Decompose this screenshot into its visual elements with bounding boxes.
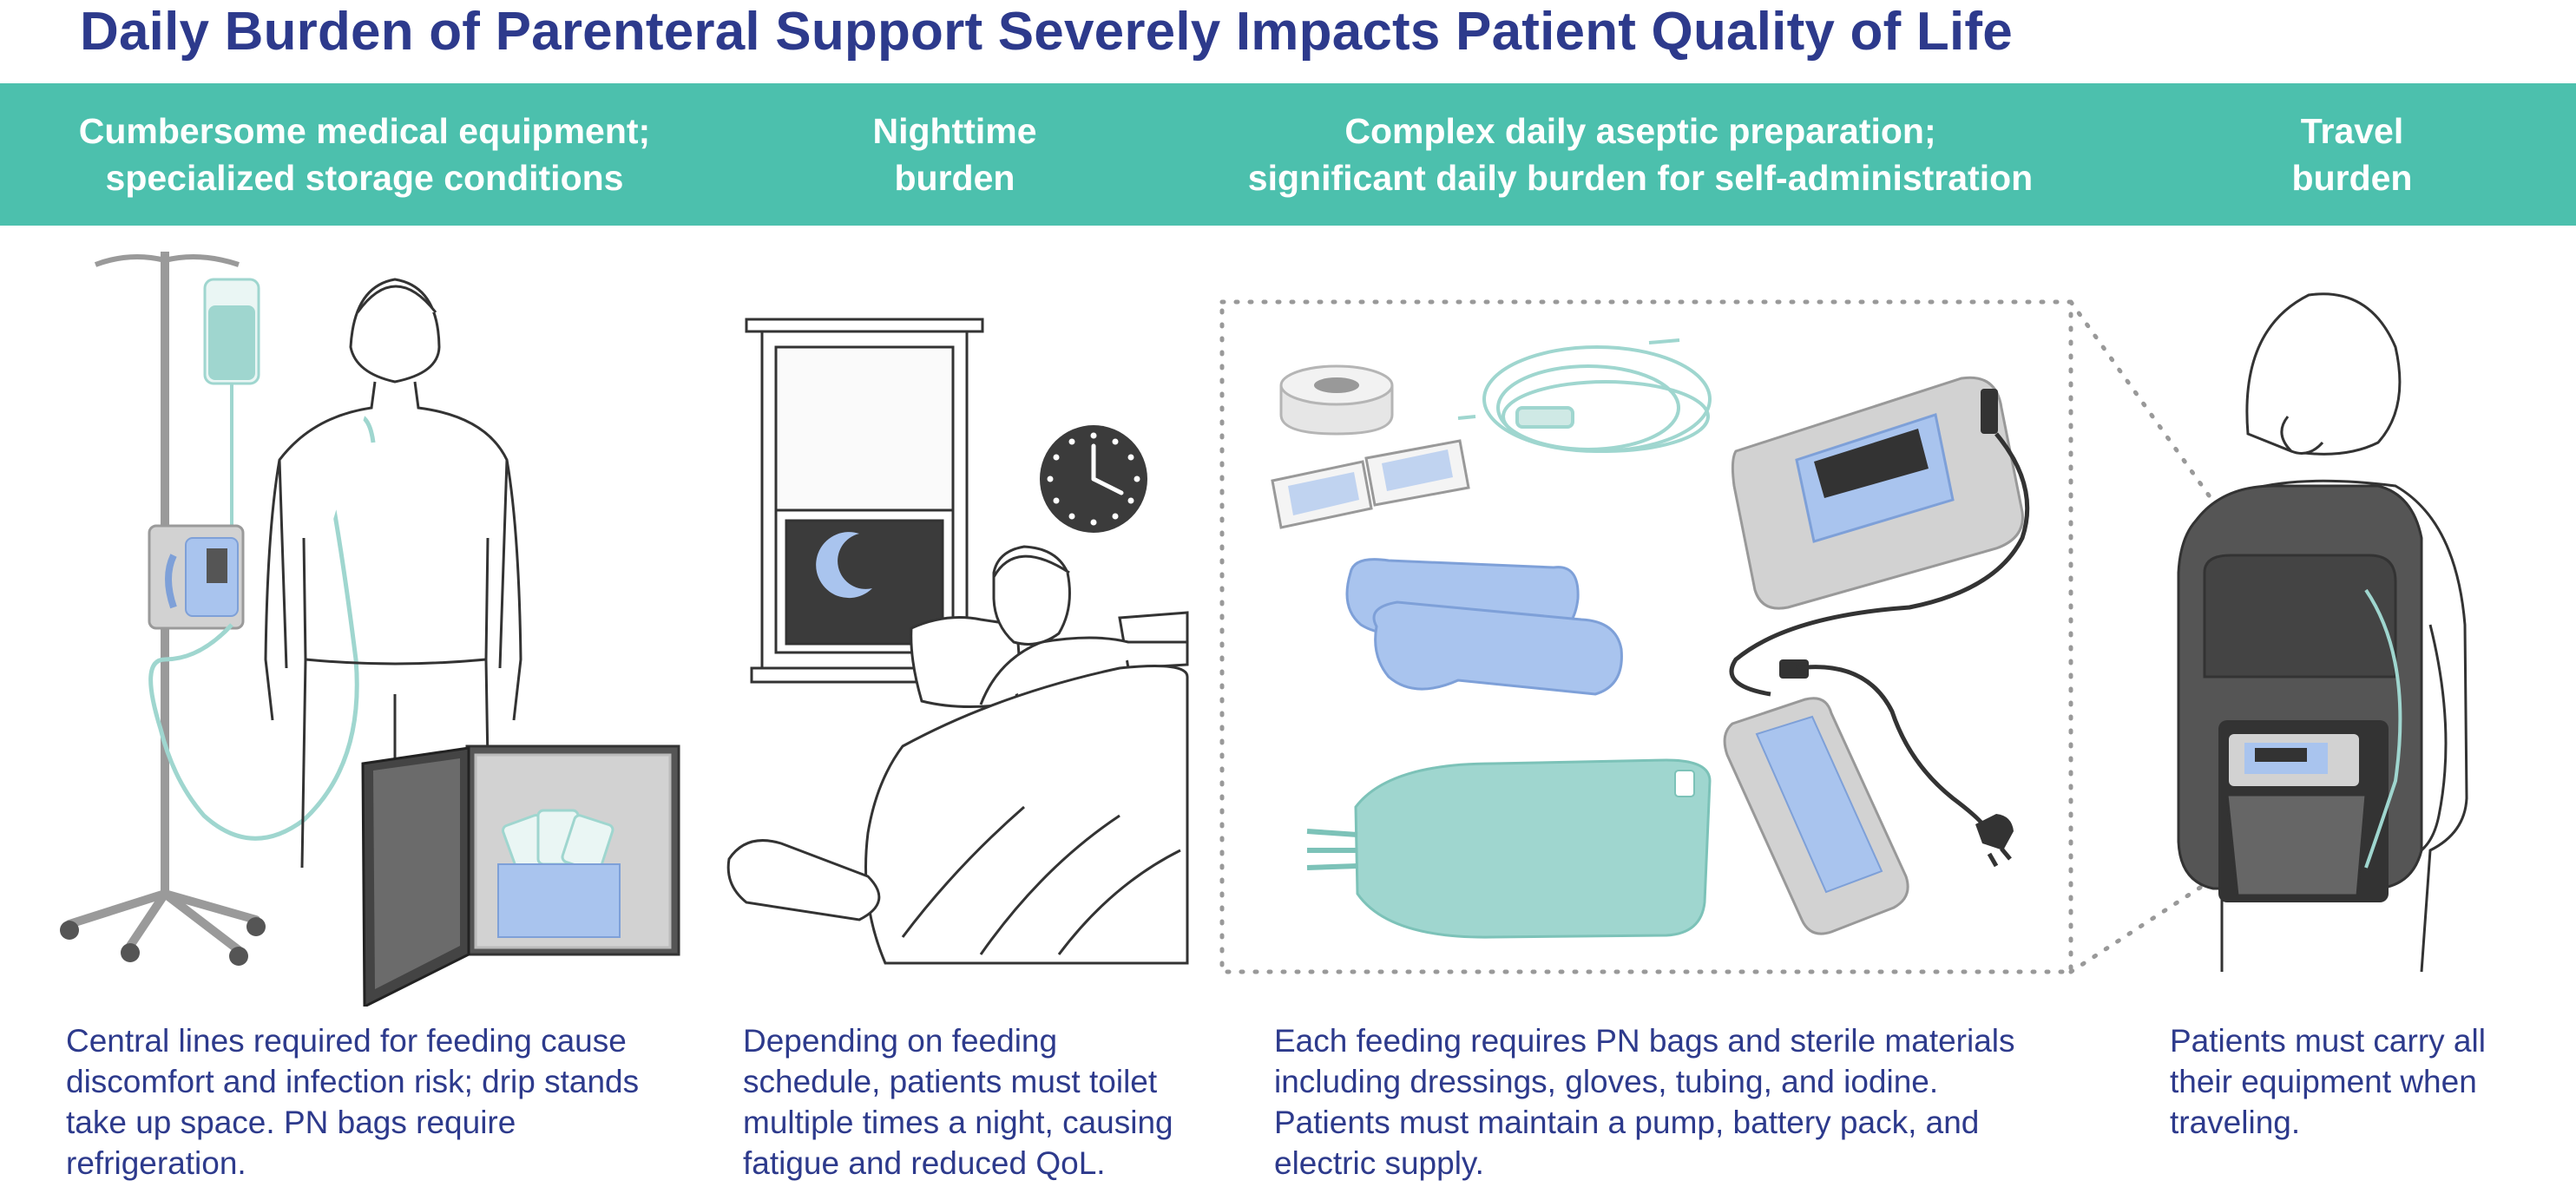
header-travel: Travel burden <box>2291 111 2413 198</box>
header-equipment: Cumbersome medical equipment; specialize… <box>78 111 651 198</box>
pn-bag-icon <box>1306 758 1712 939</box>
header-nighttime: Nighttime burden <box>872 111 1037 198</box>
pump-cable-icon <box>1729 432 2030 697</box>
description-travel: Patients must carry all their equipment … <box>2170 1023 2486 1140</box>
gloves-icon <box>1345 558 1623 696</box>
header-aseptic-preparation: Complex daily aseptic preparation; signi… <box>1247 111 2034 198</box>
patient-in-bed-icon <box>726 545 1189 965</box>
iv-bag-icon <box>203 278 260 538</box>
pump-device-icon <box>1731 376 2024 610</box>
moon-icon <box>816 532 872 599</box>
clock-icon <box>1040 425 1147 533</box>
header-band: Cumbersome medical equipment; specialize… <box>0 83 2576 226</box>
battery-pack-icon <box>1723 659 1909 935</box>
pn-bags-icon <box>497 809 621 938</box>
medical-tape-icon <box>1279 364 1394 436</box>
description-aseptic-preparation: Each feeding requires PN bags and steril… <box>1274 1023 2015 1181</box>
description-nighttime: Depending on feeding schedule, patients … <box>743 1023 1173 1181</box>
supplies-dotted-frame <box>1219 299 2233 974</box>
illustration-panel <box>60 252 2468 1007</box>
dressing-packs-icon <box>1271 439 1470 529</box>
iv-tubing-icon <box>1457 338 1712 453</box>
backpack-patient-icon <box>2177 292 2468 973</box>
infusion-pump-icon <box>148 524 245 630</box>
description-equipment: Central lines required for feeding cause… <box>66 1023 640 1181</box>
power-plug-icon <box>1796 665 2014 868</box>
page-title: Daily Burden of Parenteral Support Sever… <box>80 2 2013 62</box>
night-window-icon <box>745 318 984 684</box>
